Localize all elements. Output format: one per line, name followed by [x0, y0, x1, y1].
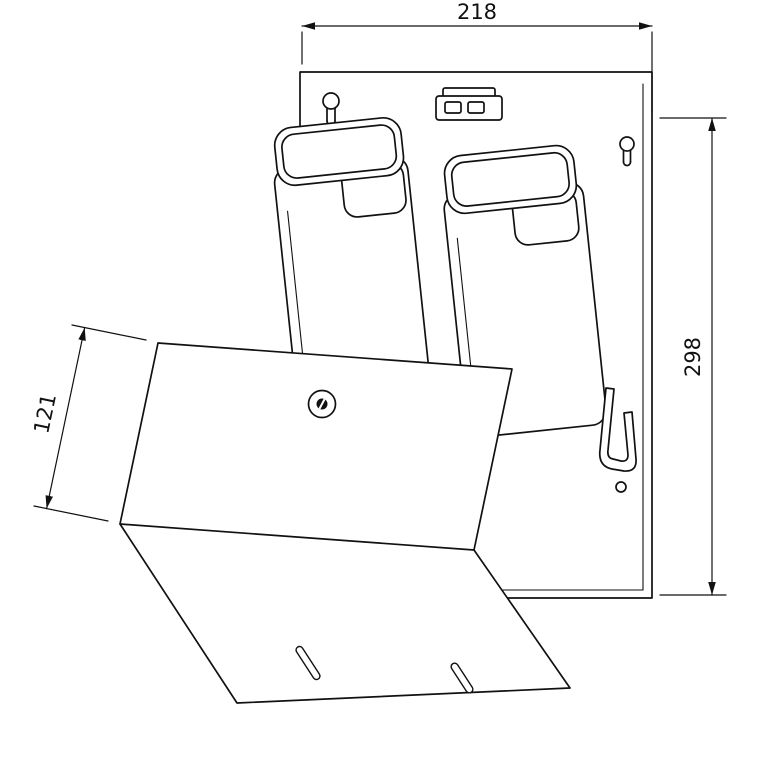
dimension-width-label: 218: [457, 0, 497, 24]
dimension-line: [45, 326, 86, 510]
dispenser-cover: [119, 342, 571, 704]
vent-slot-right: [450, 662, 474, 694]
keyhole-slot-bottom: [622, 161, 632, 167]
bracket-body: [435, 95, 503, 121]
lock-ring: [307, 389, 337, 419]
keyhole-circle: [322, 92, 340, 110]
keyhole-left: [322, 92, 340, 126]
keyhole-circle: [619, 136, 635, 152]
hook-screw: [615, 481, 627, 493]
hanger-bracket: [435, 87, 503, 121]
dimension-height: 298: [659, 117, 727, 596]
keyhole-right: [619, 136, 635, 167]
cartridge-cap-inner: [450, 151, 570, 207]
bracket-slot: [467, 101, 485, 114]
cartridge-cap: [273, 116, 405, 187]
dimension-width: 218: [301, 0, 653, 113]
lock: [307, 389, 337, 419]
hook-outline: [598, 387, 637, 472]
bracket-slot: [444, 101, 462, 114]
vent-slot-left: [295, 645, 321, 681]
dimension-depth-label: 121: [29, 391, 61, 435]
dimension-height-label: 298: [681, 337, 705, 377]
dispenser-hook: [598, 387, 637, 493]
cartridge-cap-inner: [281, 124, 398, 179]
cover-fold-edge: [119, 523, 475, 551]
lock-keyway: [318, 398, 326, 410]
extension-line: [33, 505, 109, 522]
cartridge-cap: [443, 144, 578, 215]
